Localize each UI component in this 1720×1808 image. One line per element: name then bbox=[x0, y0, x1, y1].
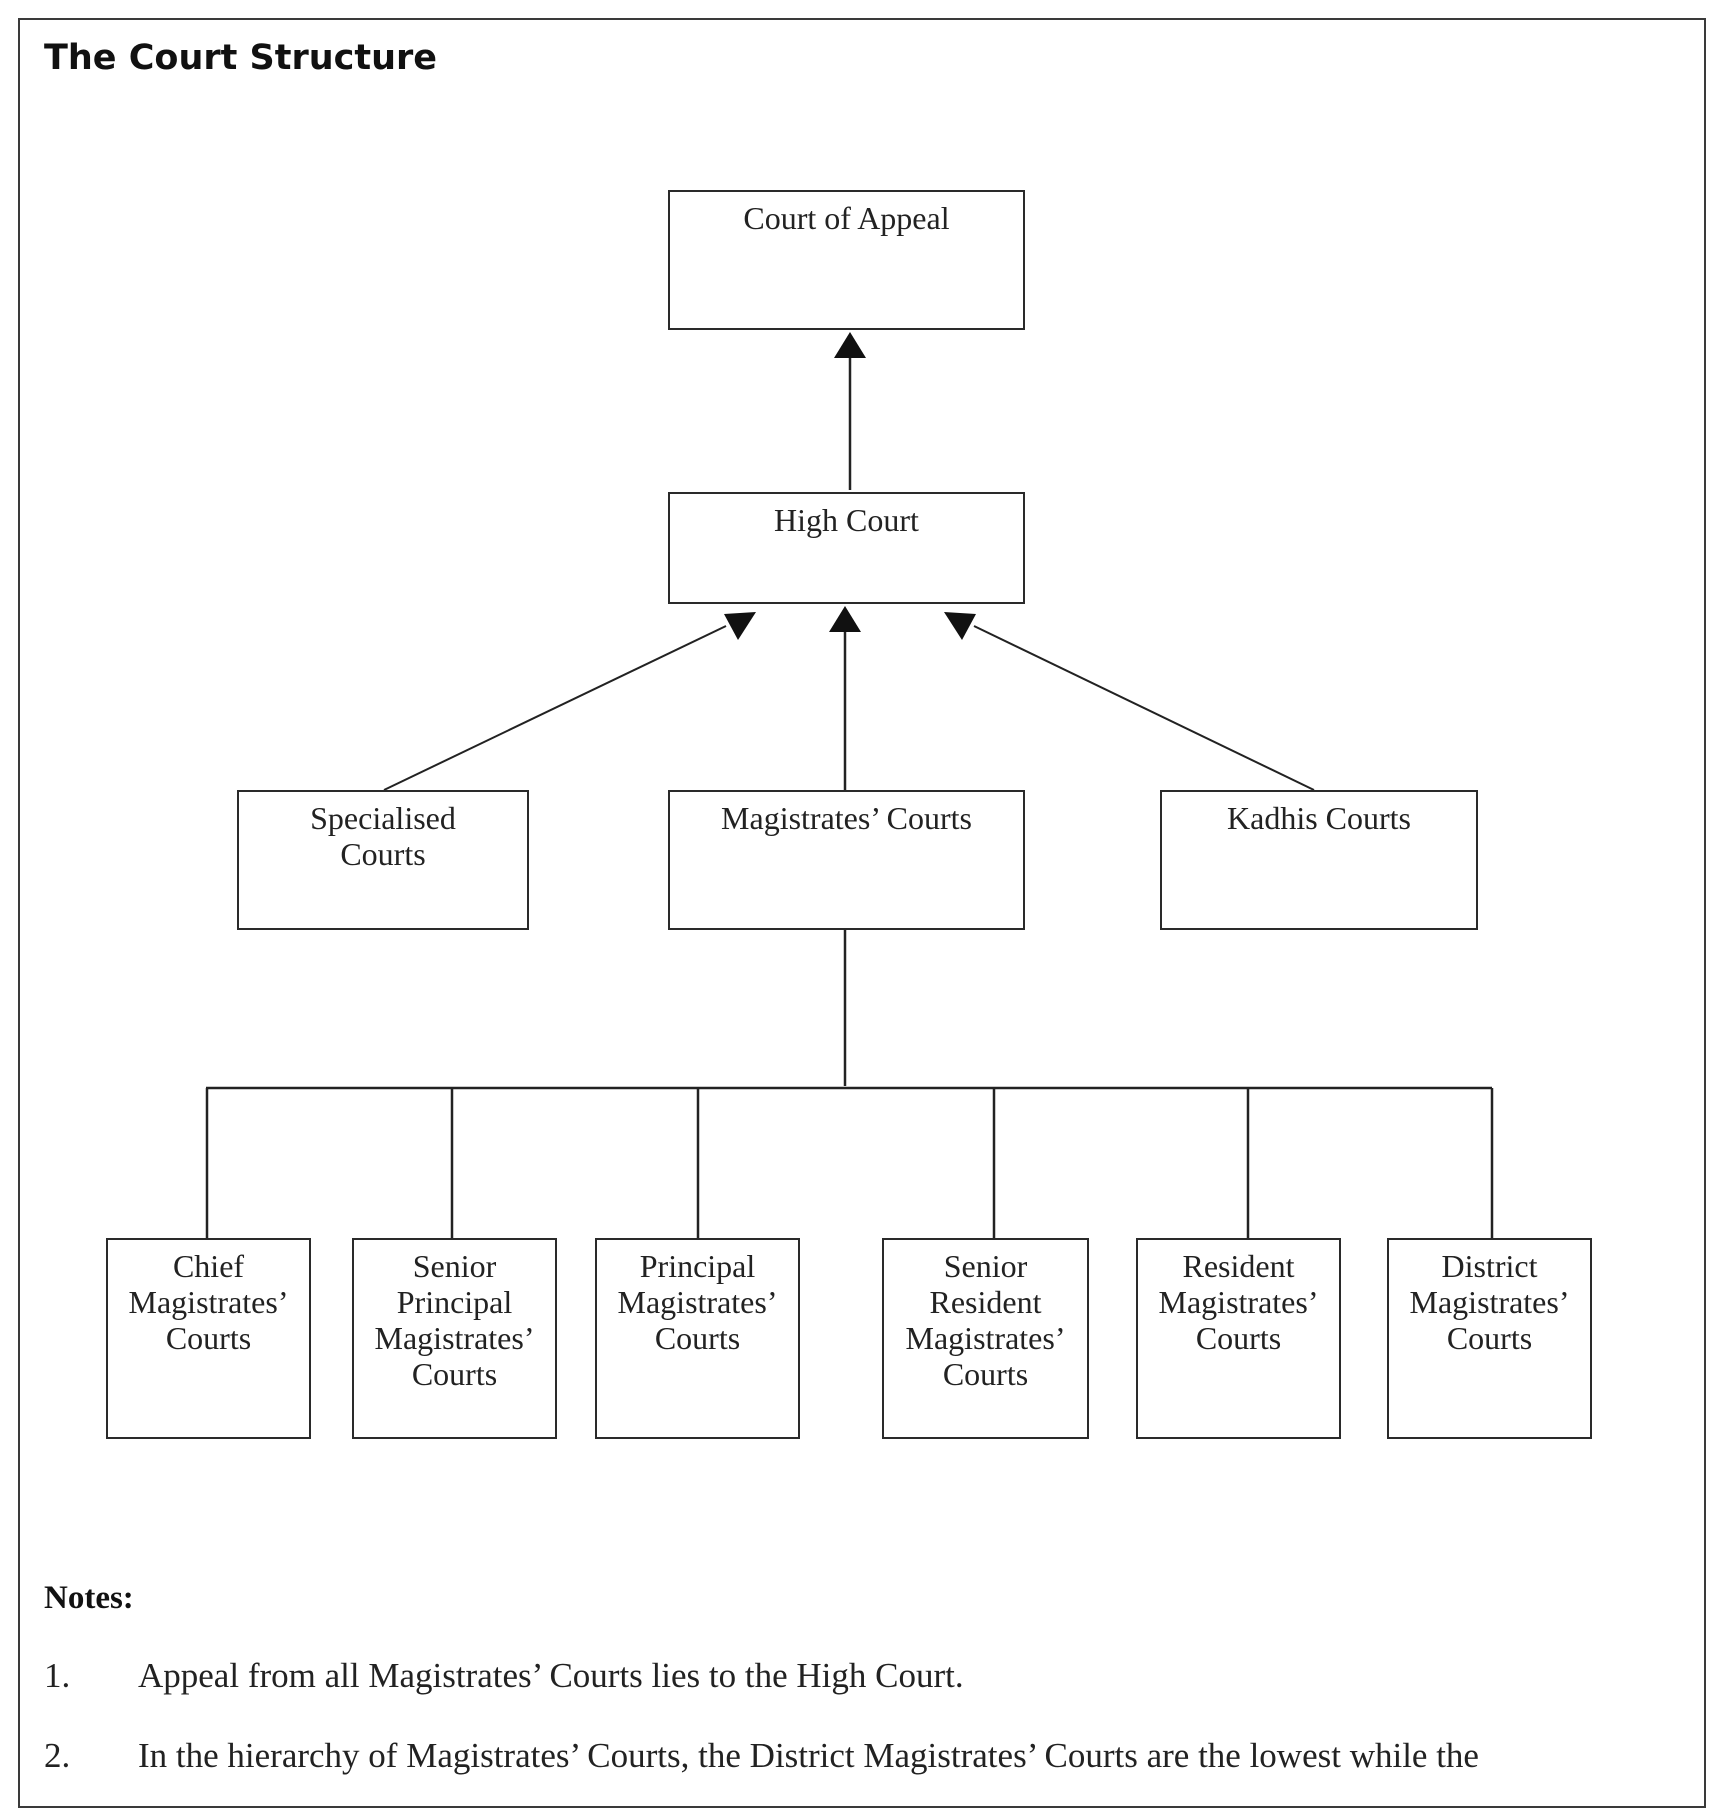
arrowhead-kadhis bbox=[944, 612, 976, 640]
note-text: Appeal from all Magistrates’ Courts lies… bbox=[138, 1656, 964, 1695]
box-specialised-courts: Specialised Courts bbox=[237, 790, 529, 930]
note-text: In the hierarchy of Magistrates’ Courts,… bbox=[138, 1736, 1479, 1775]
note-number: 2. bbox=[44, 1736, 71, 1775]
arrowhead-magistrates bbox=[829, 606, 861, 632]
arrowhead-appeal bbox=[834, 332, 866, 358]
box-senior-resident-magistrates: Senior Resident Magistrates’ Courts bbox=[882, 1238, 1089, 1439]
connector-layer bbox=[205, 332, 1494, 1240]
box-court-of-appeal: Court of Appeal bbox=[668, 190, 1025, 330]
note-item: 2. In the hierarchy of Magistrates’ Court… bbox=[44, 1736, 1664, 1776]
page-title: The Court Structure bbox=[44, 38, 438, 78]
magistrates-tree bbox=[205, 928, 1494, 1240]
arrow-specialised-to-highcourt bbox=[383, 625, 727, 791]
box-kadhis-courts: Kadhis Courts bbox=[1160, 790, 1478, 930]
arrowhead-specialised bbox=[724, 612, 756, 640]
box-senior-principal-magistrates: Senior Principal Magistrates’ Courts bbox=[352, 1238, 557, 1439]
box-principal-magistrates: Principal Magistrates’ Courts bbox=[595, 1238, 800, 1439]
box-chief-magistrates: Chief Magistrates’ Courts bbox=[106, 1238, 311, 1439]
box-magistrates-courts: Magistrates’ Courts bbox=[668, 790, 1025, 930]
arrow-kadhis-to-highcourt bbox=[973, 625, 1315, 791]
note-number: 1. bbox=[44, 1656, 71, 1695]
notes-heading: Notes: bbox=[44, 1580, 134, 1616]
box-resident-magistrates: Resident Magistrates’ Courts bbox=[1136, 1238, 1341, 1439]
box-high-court: High Court bbox=[668, 492, 1025, 604]
box-district-magistrates: District Magistrates’ Courts bbox=[1387, 1238, 1592, 1439]
note-item: 1. Appeal from all Magistrates’ Courts li… bbox=[44, 1656, 1664, 1696]
